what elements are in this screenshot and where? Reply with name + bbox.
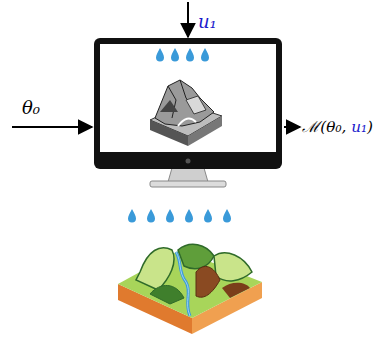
- landscape: [118, 244, 262, 334]
- model-output-label: ℳ(θ₀, u₁): [302, 119, 373, 136]
- input-label: u₁: [198, 12, 217, 32]
- terrain-icon: [150, 80, 222, 146]
- monitor: [94, 38, 282, 187]
- input-label: θ₀: [22, 98, 40, 118]
- blue-symbol: u₁: [351, 118, 367, 136]
- input-arrow: [187, 2, 189, 37]
- output-arrow: [284, 126, 300, 128]
- input-arrow: [12, 126, 92, 128]
